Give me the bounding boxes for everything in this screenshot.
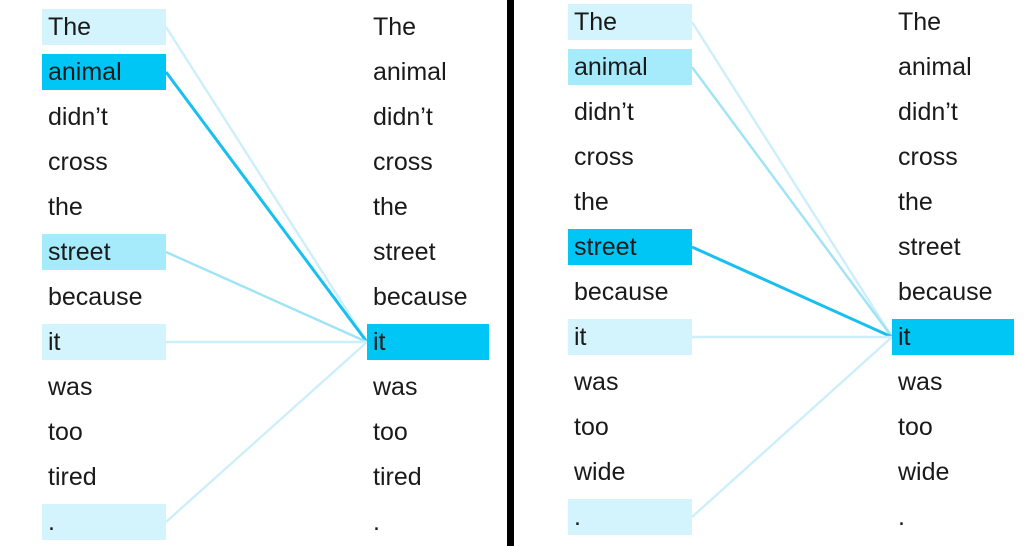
target-token: too — [373, 418, 408, 446]
attention-link — [165, 250, 368, 344]
attention-link — [691, 245, 893, 339]
source-token: cross — [574, 143, 634, 171]
source-token: didn’t — [574, 98, 634, 126]
query-token: it — [892, 319, 1014, 355]
source-token: it — [42, 324, 166, 360]
source-token: was — [574, 368, 619, 396]
attention-links — [164, 26, 369, 523]
target-token: animal — [373, 58, 447, 86]
target-token: The — [373, 13, 417, 41]
source-token: too — [48, 418, 83, 446]
source-token: cross — [48, 148, 108, 176]
target-token: street — [898, 233, 961, 261]
attention-panel-right: The animal didn’t cross the street because it wa… — [514, 0, 1036, 546]
source-token: animal — [42, 54, 166, 90]
source-token: didn’t — [48, 103, 108, 131]
source-token: animal — [568, 49, 692, 85]
target-token: because — [373, 283, 468, 311]
target-token: too — [898, 413, 933, 441]
target-token: because — [898, 278, 993, 306]
attention-links — [690, 21, 894, 518]
source-token: the — [48, 193, 83, 221]
source-token: was — [48, 373, 93, 401]
target-token: was — [898, 368, 943, 396]
source-token: . — [568, 499, 692, 535]
attention-link — [691, 66, 893, 338]
attention-link — [690, 21, 894, 338]
source-token: too — [574, 413, 609, 441]
target-token: the — [898, 188, 933, 216]
target-token: the — [373, 193, 408, 221]
target-token: . — [898, 503, 905, 531]
target-token: cross — [898, 143, 958, 171]
source-token: because — [574, 278, 669, 306]
source-token: it — [568, 319, 692, 355]
attention-link — [164, 26, 369, 343]
target-token: wide — [898, 458, 950, 486]
target-token: didn’t — [898, 98, 958, 126]
panel-divider — [507, 0, 514, 546]
target-token: was — [373, 373, 418, 401]
source-token: wide — [574, 458, 626, 486]
source-token: The — [568, 4, 692, 40]
target-token: animal — [898, 53, 972, 81]
source-token: The — [42, 9, 166, 45]
target-token: tired — [373, 463, 422, 491]
source-token: the — [574, 188, 609, 216]
attention-panel-left: The animal didn’t cross the street because it wa… — [0, 0, 507, 546]
source-token: street — [568, 229, 692, 265]
target-token: . — [373, 508, 380, 536]
attention-link — [691, 336, 893, 518]
attention-link — [164, 71, 369, 343]
source-token: tired — [48, 463, 97, 491]
attention-link — [165, 341, 368, 523]
source-token: street — [42, 234, 166, 270]
target-token: didn’t — [373, 103, 433, 131]
target-token: street — [373, 238, 436, 266]
source-token: because — [48, 283, 143, 311]
target-token: cross — [373, 148, 433, 176]
target-token: The — [898, 8, 942, 36]
query-token: it — [367, 324, 489, 360]
source-token: . — [42, 504, 166, 540]
